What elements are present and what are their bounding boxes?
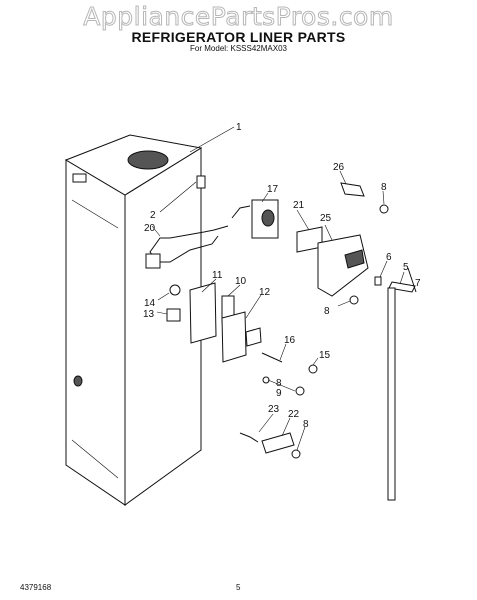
callout-17: 17	[267, 184, 279, 195]
callout-16: 16	[284, 335, 296, 346]
page-title: REFRIGERATOR LINER PARTS	[131, 29, 346, 45]
callout-13: 13	[143, 309, 155, 320]
doc-number: 4379168	[20, 583, 52, 592]
right-parts	[374, 267, 417, 501]
label-plate	[72, 173, 87, 183]
part-12-panel	[221, 311, 247, 363]
part-20-connector	[145, 253, 161, 269]
callout-8-bottom: 8	[303, 419, 309, 430]
callout-11: 11	[212, 270, 223, 281]
part-5-strip	[388, 281, 416, 293]
callout-5: 5	[403, 262, 409, 273]
callout-9: 9	[276, 388, 282, 399]
callout-26: 26	[333, 162, 345, 173]
part-11-plate	[189, 282, 217, 344]
callout-8-mid: 8	[324, 306, 330, 317]
callout-7: 7	[415, 278, 421, 289]
liner-cabinet	[64, 134, 203, 506]
callout-2: 2	[150, 210, 156, 221]
part-22-bracket	[261, 432, 295, 454]
part-8-screw-b	[349, 295, 359, 305]
callout-21: 21	[293, 200, 305, 211]
part-15-screw	[308, 364, 318, 374]
callout-10: 10	[235, 276, 247, 287]
callout-8-top: 8	[381, 182, 387, 193]
middle-parts	[166, 282, 318, 396]
drain-hole	[73, 375, 83, 387]
top-opening	[127, 150, 169, 170]
callout-8-low: 8	[276, 378, 282, 389]
part-25-cover	[317, 234, 369, 297]
callout-14: 14	[144, 298, 156, 309]
lower-parts	[239, 432, 301, 459]
callout-6: 6	[386, 252, 392, 263]
part-26-bracket	[340, 182, 365, 197]
part-14-knob	[169, 284, 181, 296]
callout-23: 23	[268, 404, 280, 415]
page-number: 5	[236, 583, 241, 592]
part-20-wire-harness	[149, 225, 229, 263]
callout-25: 25	[320, 213, 332, 224]
leader-lines	[151, 126, 405, 451]
part-7-wire	[407, 267, 417, 293]
callout-12: 12	[259, 287, 271, 298]
long-strip	[387, 287, 396, 501]
upper-parts	[145, 175, 389, 305]
part-8-screw-c	[295, 386, 305, 396]
callout-22: 22	[288, 409, 300, 420]
callout-15: 15	[319, 350, 331, 361]
part-2-clip	[196, 175, 206, 189]
model-line: For Model: KSSS42MAX03	[190, 44, 287, 53]
part-8-screw-d	[291, 449, 301, 459]
watermark: AppliancePartsPros.com	[83, 2, 394, 32]
part-23-wire	[239, 432, 259, 443]
callout-1: 1	[236, 122, 242, 133]
part-13-button	[166, 308, 181, 322]
callout-labels: 1 2 20 11 10 12 14 13 26 8 17 21 25 6 5 …	[143, 122, 421, 430]
part-8-screw-a	[379, 204, 389, 214]
part-6-clip	[374, 276, 382, 286]
callout-20: 20	[144, 223, 156, 234]
part-9-screw	[262, 376, 270, 384]
part-16-screw	[261, 352, 283, 363]
